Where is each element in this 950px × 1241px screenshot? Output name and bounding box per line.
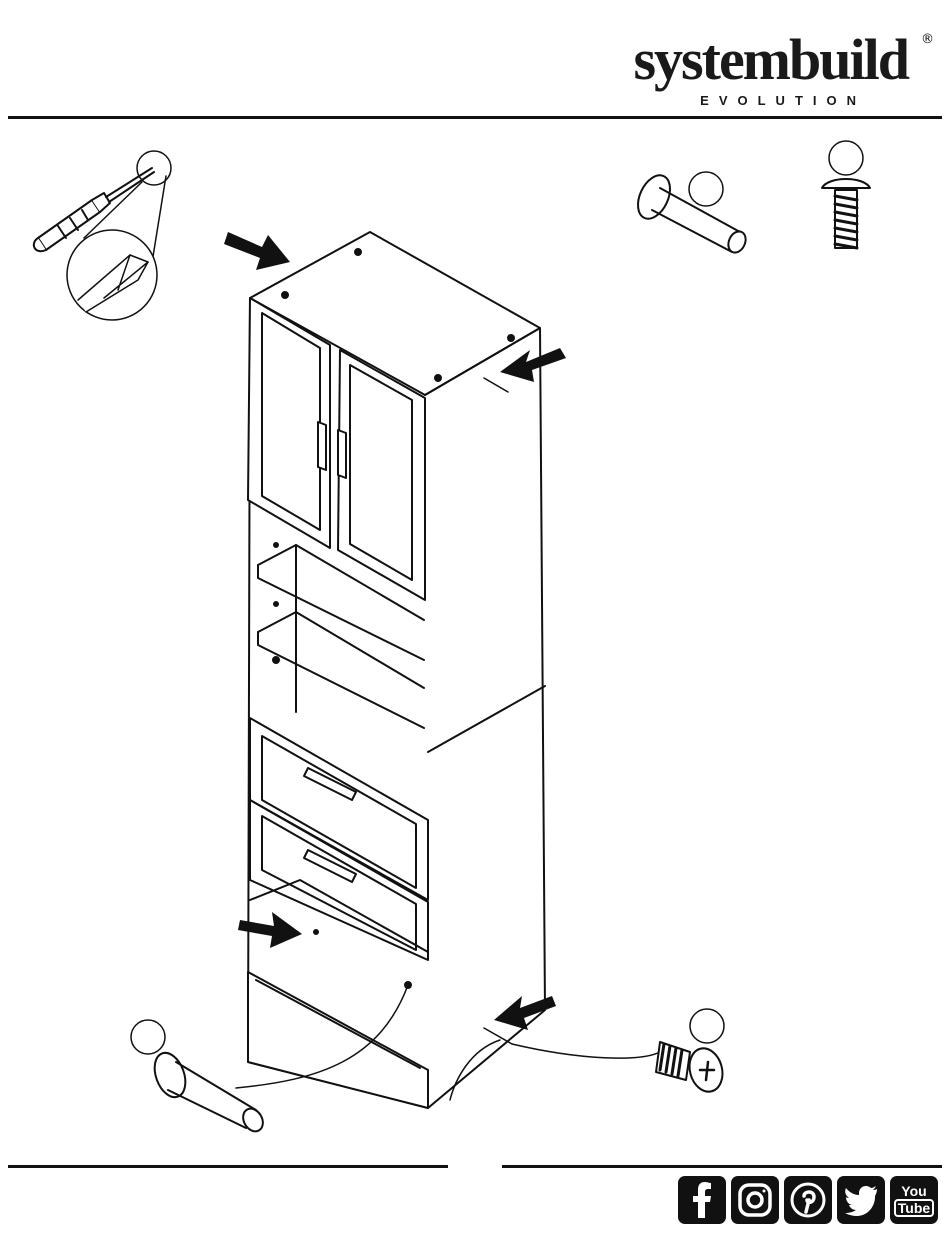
screw-icon-top (822, 141, 870, 248)
brand-name: systembuild (633, 30, 908, 90)
brand-logo: systembuild ® EVOLUTION (638, 30, 938, 110)
screwdriver-icon (34, 151, 171, 320)
header-divider (8, 116, 942, 119)
youtube-label-top: You (894, 1184, 934, 1198)
youtube-icon[interactable]: You Tube (890, 1176, 938, 1224)
assembly-illustration (0, 120, 950, 1160)
pinterest-icon[interactable] (784, 1176, 832, 1224)
screw-icon-bottom (656, 1009, 727, 1095)
dowel-icon-bottom (131, 1020, 267, 1135)
twitter-icon[interactable] (837, 1176, 885, 1224)
dowel-icon-top (632, 170, 749, 255)
social-links: You Tube (678, 1176, 938, 1224)
youtube-label-bottom: Tube (894, 1199, 934, 1217)
footer-divider-left (8, 1165, 448, 1168)
registered-mark: ® (921, 32, 934, 47)
footer-divider-right (502, 1165, 942, 1168)
brand-subtitle: EVOLUTION (700, 93, 866, 108)
cabinet-drawing (236, 232, 660, 1108)
facebook-icon[interactable] (678, 1176, 726, 1224)
instagram-icon[interactable] (731, 1176, 779, 1224)
